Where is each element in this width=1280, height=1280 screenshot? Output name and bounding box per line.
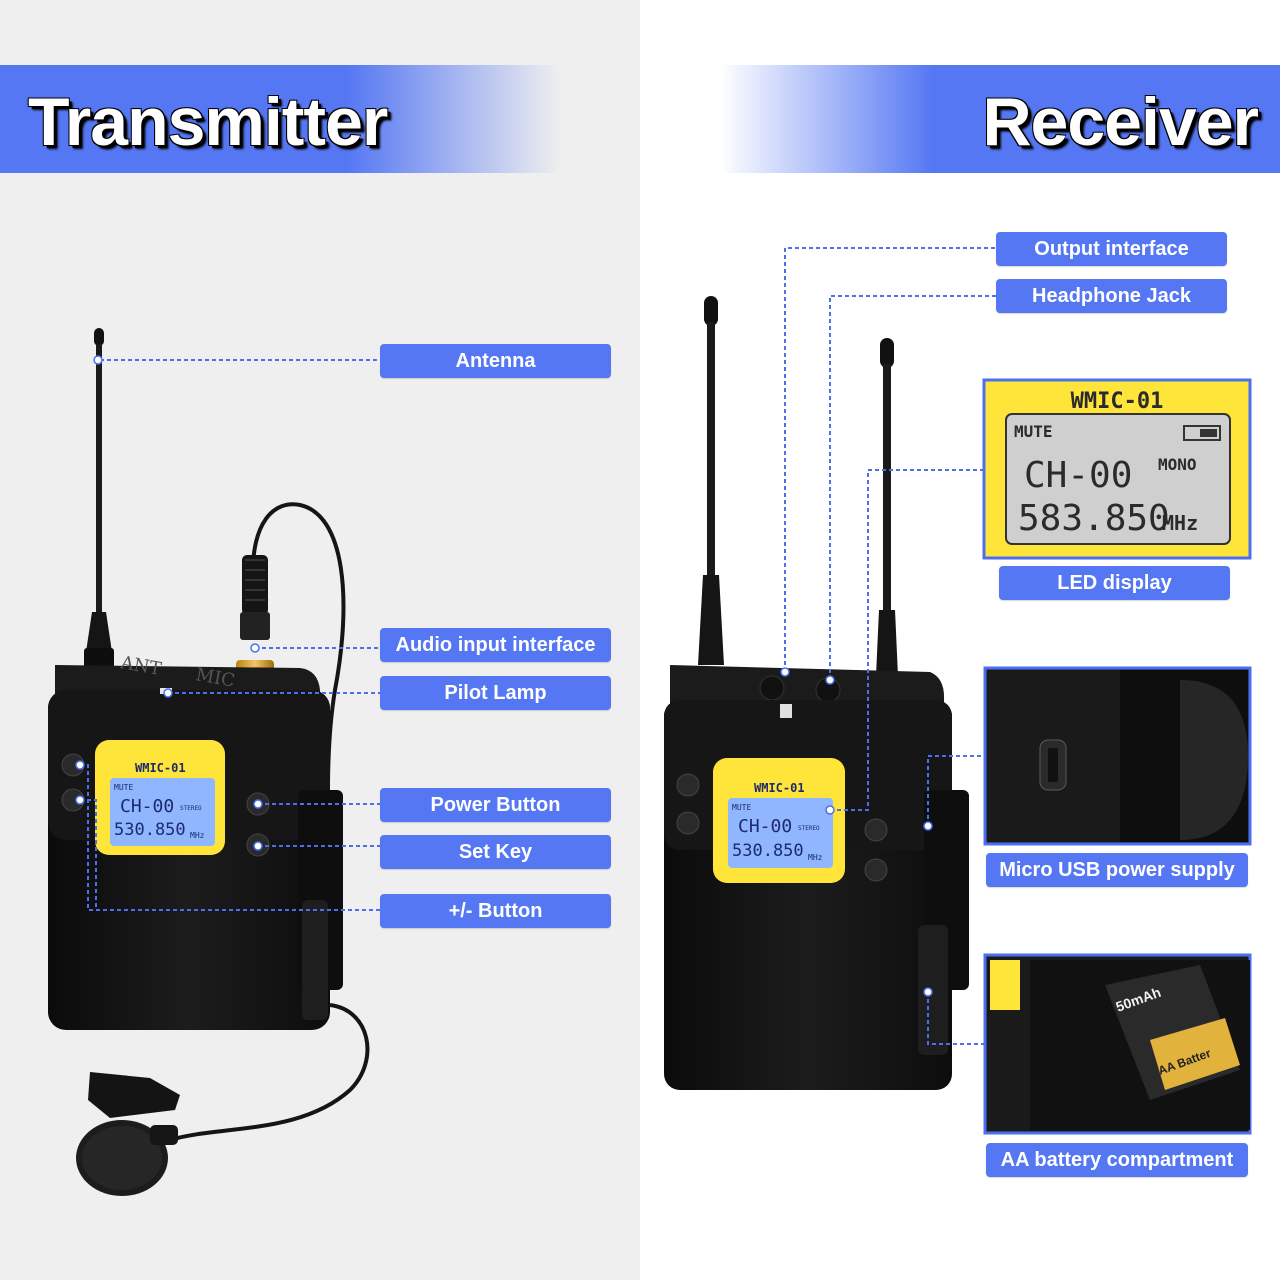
receiver-antenna-left: [698, 296, 724, 665]
label-led-display: LED display: [999, 566, 1230, 600]
receiver-banner: Receiver: [720, 65, 1280, 173]
rx-power-button[interactable]: [864, 818, 888, 842]
label-antenna: Antenna: [380, 344, 611, 378]
aa-battery: [1150, 1018, 1240, 1090]
tx-lcd-unit: MHz: [190, 831, 205, 840]
receiver-antenna-right: [874, 338, 900, 720]
rx-plus-button[interactable]: [676, 773, 700, 797]
rx-lcd-unit: MHz: [808, 853, 823, 862]
transmitter-antenna: [84, 328, 114, 668]
tx-lcd-frequency: 530.850: [114, 820, 186, 840]
transmitter-title: Transmitter: [28, 84, 388, 160]
rx-lcd-channel: CH-00: [738, 816, 792, 837]
label-pilot-lamp: Pilot Lamp: [380, 676, 611, 710]
battery-level-icon: [1183, 425, 1221, 441]
zoom-lcd-model: WMIC-01: [1071, 389, 1164, 414]
tx-battery-latch: [302, 900, 328, 1020]
output-port: [759, 675, 785, 701]
label-plus-minus-button: +/- Button: [380, 894, 611, 928]
label-set-key: Set Key: [380, 835, 611, 869]
rx-minus-button[interactable]: [676, 811, 700, 835]
transmitter-lcd: WMIC-01 MUTE CH-00 STEREO 530.850 MHz: [95, 740, 225, 855]
tx-lcd-mute: MUTE: [114, 783, 133, 792]
zoom-lcd-unit: MHz: [1162, 511, 1198, 535]
rx-battery-latch: [918, 925, 948, 1055]
zoom-lcd-mode: MONO: [1158, 455, 1197, 474]
receiver-leader-lines: [780, 247, 996, 1045]
label-audio-input-interface: Audio input interface: [380, 628, 611, 662]
rx-lcd-frequency: 530.850: [732, 841, 804, 861]
rx-lcd-mode: STEREO: [798, 825, 820, 832]
receiver-lcd: WMIC-01 MUTE CH-00 STEREO 530.850 MHz: [713, 758, 845, 883]
mic-cable-bottom: [169, 1003, 370, 1142]
mic-connector: [236, 555, 274, 686]
rx-lcd-model: WMIC-01: [754, 781, 805, 795]
battery-compartment-zoom: 50mAh AA Batter: [983, 953, 1252, 1135]
rx-set-button[interactable]: [864, 858, 888, 882]
rx-lcd-mute: MUTE: [732, 803, 751, 812]
led-display-zoom: WMIC-01 MUTE CH-00 MONO 583.850 MHz: [982, 378, 1252, 560]
transmitter-leader-lines: [75, 355, 380, 911]
tx-lcd-channel: CH-00: [120, 796, 174, 817]
receiver-title: Receiver: [982, 84, 1259, 160]
lavalier-microphone: [76, 1072, 180, 1196]
tx-lcd-mode: STEREO: [180, 805, 202, 812]
label-aa-battery-compartment: AA battery compartment: [986, 1143, 1248, 1177]
label-headphone-jack: Headphone Jack: [996, 279, 1227, 313]
zoom-lcd-frequency: 583.850: [1018, 498, 1170, 539]
transmitter-device: ANT MIC WMIC-01 MUTE CH-00 STEREO 530.85…: [48, 328, 370, 1196]
zoom-lcd-mute: MUTE: [1014, 422, 1053, 441]
zoom-lcd-channel: CH-00: [1024, 455, 1132, 496]
transmitter-banner: Transmitter: [0, 65, 560, 173]
label-output-interface: Output interface: [996, 232, 1227, 266]
micro-usb-zoom: [983, 666, 1252, 846]
label-power-button: Power Button: [380, 788, 611, 822]
tx-lcd-model: WMIC-01: [135, 761, 186, 775]
label-micro-usb-power-supply: Micro USB power supply: [986, 853, 1248, 887]
receiver-device: WMIC-01 MUTE CH-00 STEREO 530.850 MHz: [664, 296, 969, 1090]
